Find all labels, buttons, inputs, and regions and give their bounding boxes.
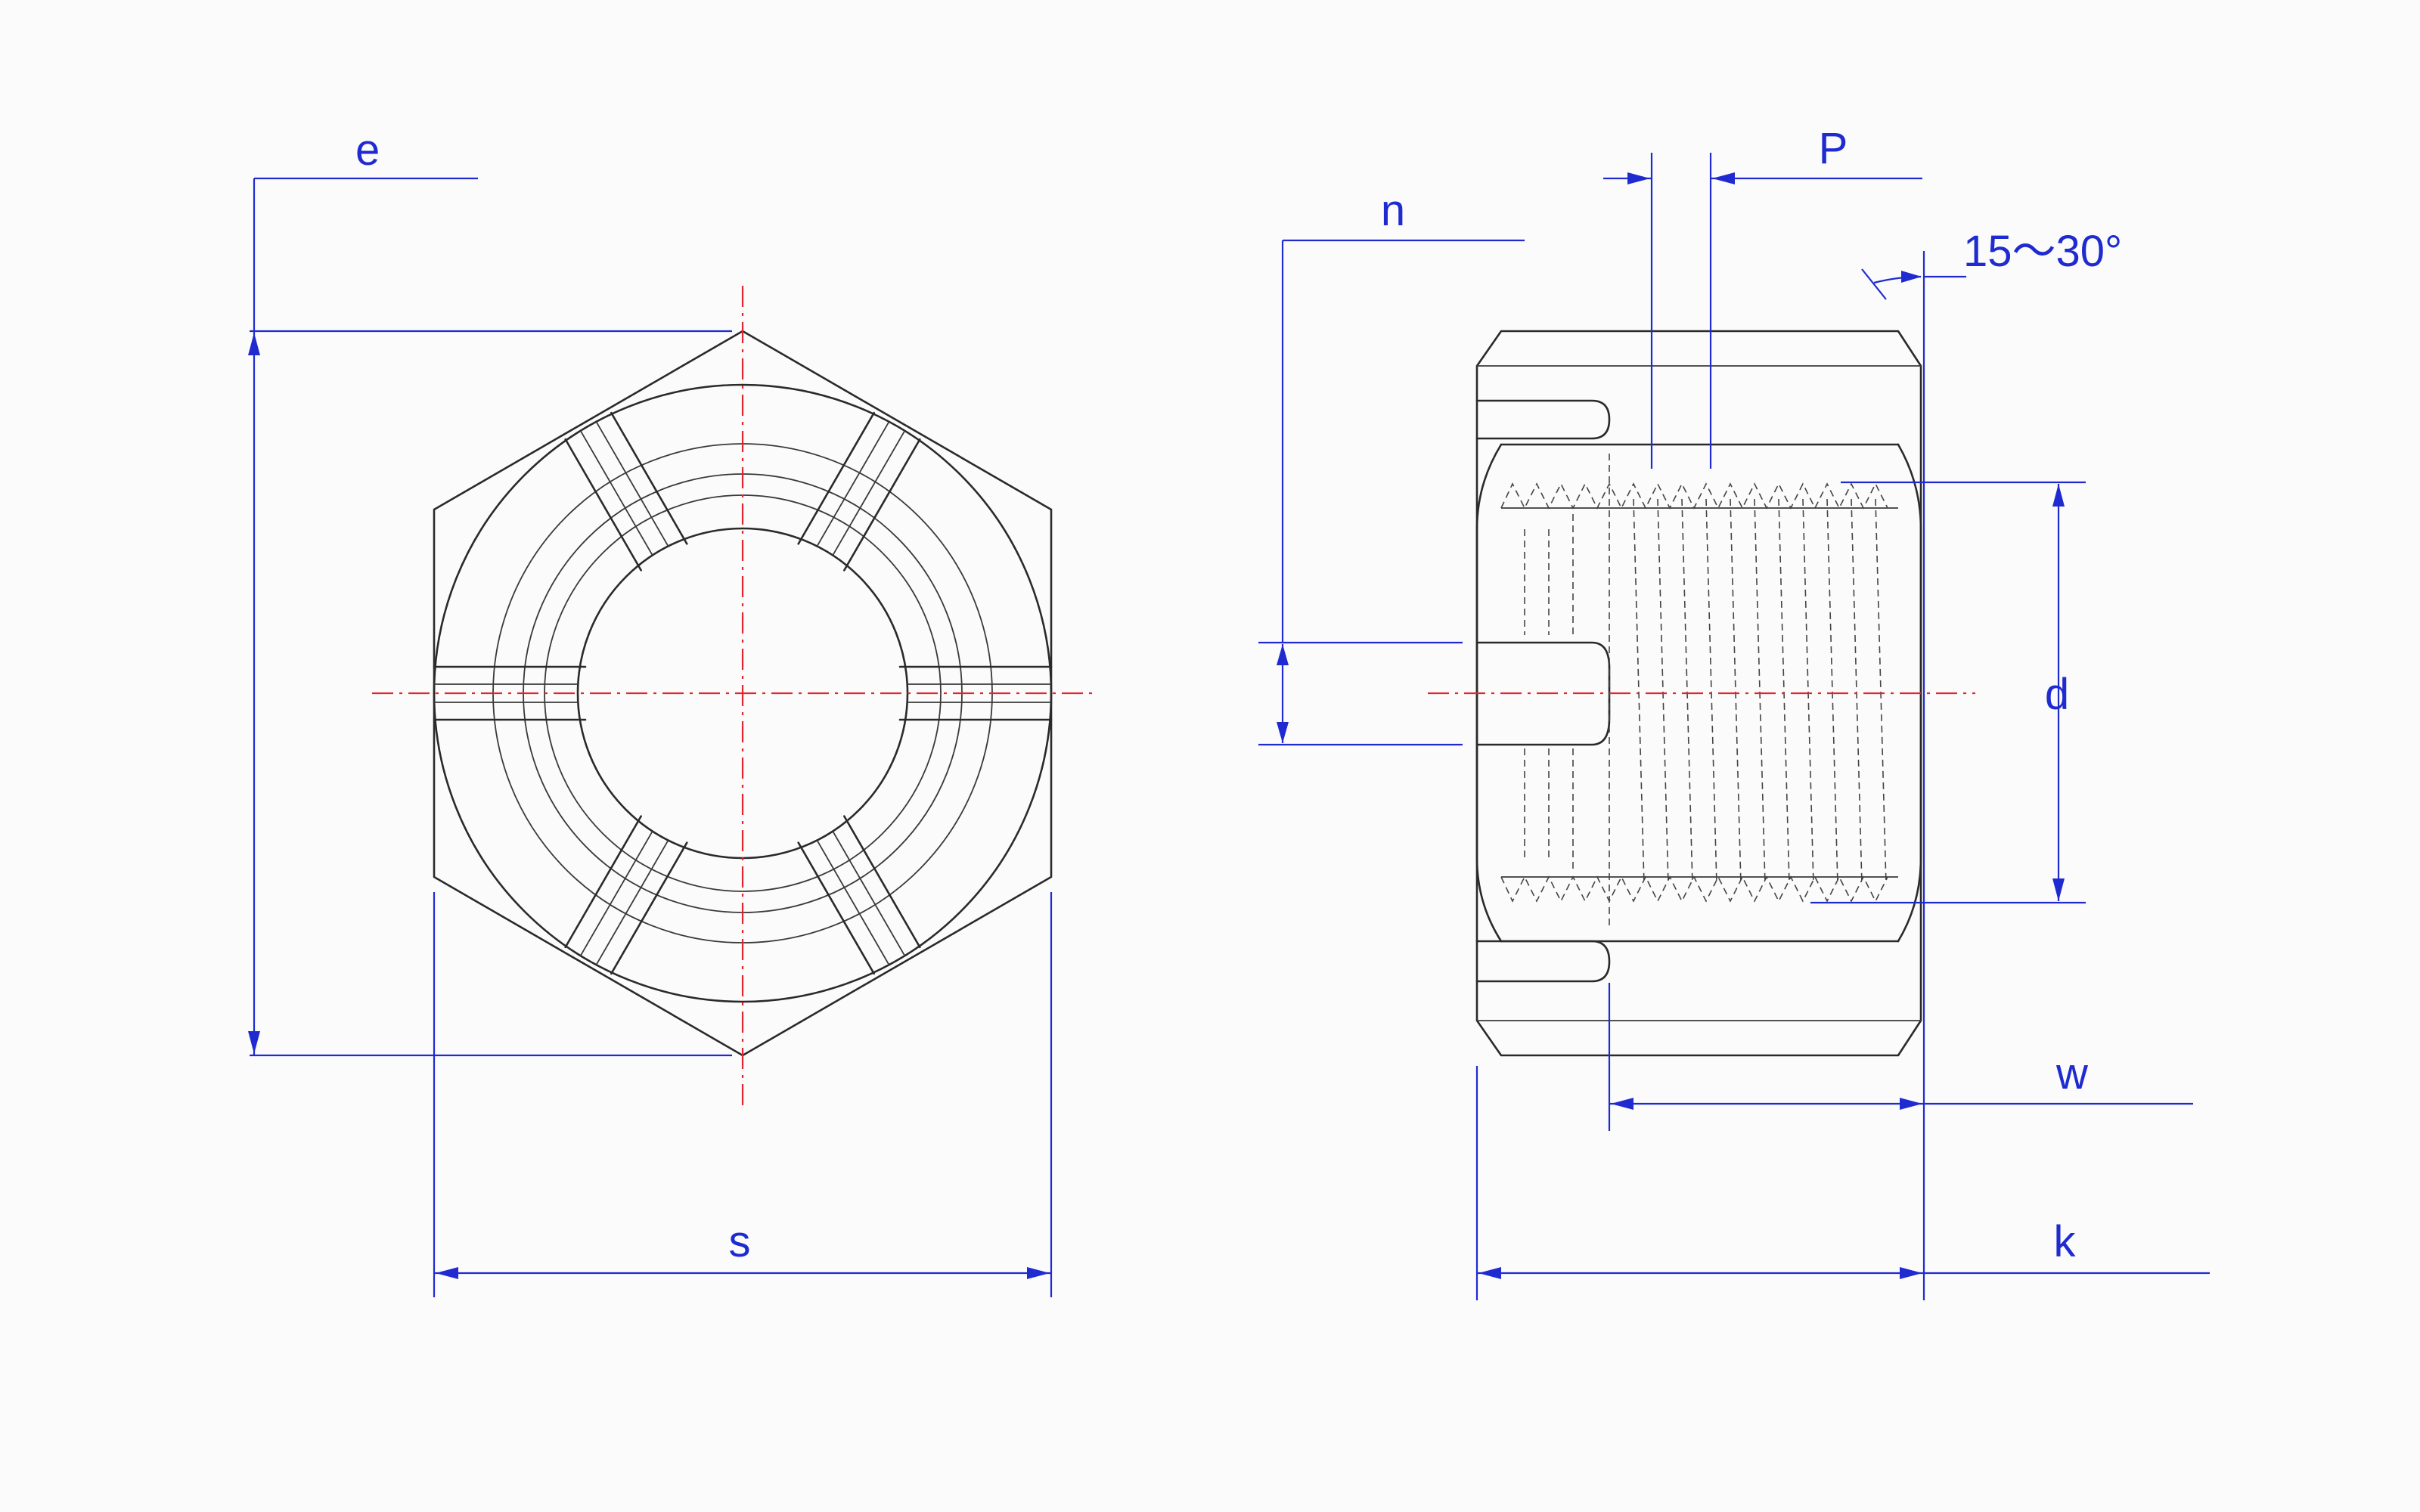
label-k: k [2054, 1217, 2077, 1266]
slot-60 [797, 815, 921, 975]
dimension-k [1475, 1066, 2210, 1300]
front-view [372, 286, 1098, 1107]
label-n: n [1381, 186, 1405, 235]
slot-120 [564, 815, 688, 975]
slot-0 [898, 665, 1053, 721]
slot-180 [433, 665, 587, 721]
side-view [1428, 330, 1975, 1057]
side-slot-top [1475, 399, 1611, 440]
label-P: P [1819, 124, 1848, 173]
dimension-e [248, 177, 732, 1057]
label-angle: 15～30° [1963, 227, 2122, 276]
dimension-s [433, 892, 1053, 1297]
dimension-w [1608, 983, 2193, 1131]
hidden-threads [1500, 454, 1888, 930]
label-d: d [2045, 670, 2069, 719]
dimension-P [1603, 153, 1922, 469]
chamfer-circle [433, 383, 1053, 1003]
crown-slots [433, 411, 1053, 975]
label-e: e [355, 125, 380, 175]
dimension-n [1258, 239, 1525, 746]
side-slot-bottom [1475, 940, 1611, 983]
dimension-d [1810, 481, 2086, 904]
slot-300 [797, 411, 921, 572]
label-s: s [729, 1217, 751, 1266]
dimensions: e s n P [248, 124, 2210, 1300]
slot-240 [564, 411, 688, 572]
label-w: w [2055, 1049, 2089, 1098]
dimension-angle [1861, 251, 1966, 1300]
